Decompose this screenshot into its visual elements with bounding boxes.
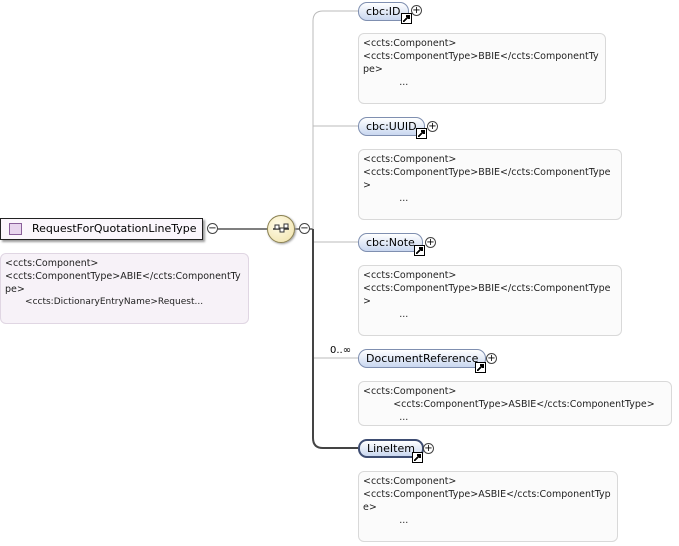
- expand-icon[interactable]: +: [427, 121, 438, 132]
- reference-arrow-icon: [475, 362, 486, 373]
- expand-icon[interactable]: +: [486, 353, 497, 364]
- collapse-icon[interactable]: −: [299, 223, 310, 234]
- annotation-cbc-note: <ccts:Component> <ccts:ComponentType>BBI…: [358, 265, 622, 336]
- reference-arrow-icon: [414, 245, 425, 256]
- cardinality-label: 0..∞: [330, 345, 352, 356]
- root-element-box[interactable]: RequestForQuotationLineType: [0, 218, 203, 240]
- expand-icon[interactable]: +: [411, 5, 422, 16]
- expand-icon[interactable]: +: [425, 237, 436, 248]
- complex-type-icon: [9, 223, 22, 235]
- reference-arrow-icon: [412, 452, 423, 463]
- annotation-document-reference: <ccts:Component> <ccts:ComponentType>ASB…: [358, 381, 672, 426]
- element-cbc-uuid[interactable]: cbc:UUID: [358, 117, 425, 136]
- root-element-label: RequestForQuotationLineType: [32, 222, 197, 235]
- element-document-reference[interactable]: DocumentReference: [358, 349, 487, 368]
- collapse-icon[interactable]: −: [207, 223, 218, 234]
- element-line-item[interactable]: LineItem: [358, 439, 424, 458]
- root-annotation: <ccts:Component> <ccts:ComponentType>ABI…: [0, 253, 249, 324]
- annotation-cbc-id: <ccts:Component> <ccts:ComponentType>BBI…: [358, 33, 606, 104]
- sequence-compositor-icon[interactable]: [267, 215, 295, 243]
- annotation-cbc-uuid: <ccts:Component> <ccts:ComponentType>BBI…: [358, 149, 622, 220]
- reference-arrow-icon: [416, 128, 427, 139]
- reference-arrow-icon: [401, 13, 412, 24]
- annotation-line-item: <ccts:Component> <ccts:ComponentType>ASB…: [358, 471, 618, 542]
- element-cbc-note[interactable]: cbc:Note: [358, 233, 423, 252]
- expand-icon[interactable]: +: [423, 443, 434, 454]
- element-cbc-id[interactable]: cbc:ID: [358, 2, 409, 21]
